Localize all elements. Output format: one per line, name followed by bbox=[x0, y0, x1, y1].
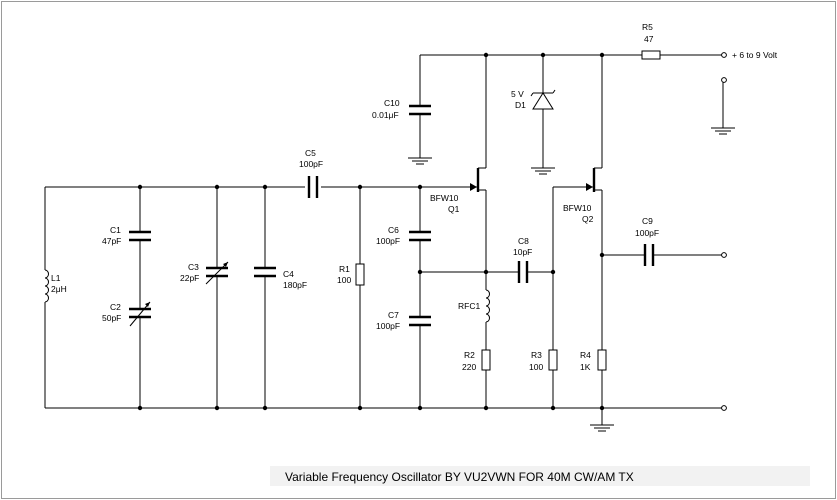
transistor-q1 bbox=[470, 167, 486, 192]
d1-ref: D1 bbox=[515, 100, 526, 110]
c8-value: 10pF bbox=[513, 247, 532, 257]
title-band bbox=[270, 466, 810, 486]
r1-value: 100 bbox=[337, 275, 351, 285]
r3-value: 100 bbox=[529, 362, 543, 372]
supply-voltage-label: + 6 to 9 Volt bbox=[732, 50, 778, 60]
inductor-rfc1 bbox=[485, 289, 490, 323]
resistor-r5 bbox=[641, 50, 661, 60]
c7-ref: C7 bbox=[388, 310, 399, 320]
c9-value: 100pF bbox=[635, 228, 659, 238]
diagram-title: Variable Frequency Oscillator BY VU2VWN … bbox=[285, 470, 634, 484]
resistor-r3 bbox=[548, 349, 558, 371]
c3-ref: C3 bbox=[188, 262, 199, 272]
l1-ref: L1 bbox=[51, 273, 61, 283]
ground-icon-supply bbox=[711, 127, 735, 135]
resistor-r2 bbox=[481, 349, 491, 371]
d1-value: 5 V bbox=[511, 89, 524, 99]
c2-ref: C2 bbox=[110, 302, 121, 312]
c5-ref: C5 bbox=[305, 148, 316, 158]
c10-value: 0.01μF bbox=[372, 110, 399, 120]
c5-value: 100pF bbox=[299, 159, 323, 169]
c6-value: 100pF bbox=[376, 236, 400, 246]
rfc1-ref: RFC1 bbox=[458, 301, 480, 311]
diode-d1 bbox=[530, 89, 556, 110]
c7-value: 100pF bbox=[376, 321, 400, 331]
c1-ref: C1 bbox=[110, 225, 121, 235]
r2-value: 220 bbox=[462, 362, 476, 372]
q1-value: BFW10 bbox=[430, 193, 459, 203]
resistor-r1 bbox=[355, 263, 365, 286]
capacitor-c6 bbox=[409, 230, 431, 242]
r5-ref: R5 bbox=[642, 22, 653, 32]
ground-icon-c10 bbox=[408, 157, 432, 165]
terminals bbox=[721, 52, 727, 411]
capacitor-c1 bbox=[129, 230, 151, 242]
c4-value: 180pF bbox=[283, 280, 307, 290]
r4-ref: R4 bbox=[580, 350, 591, 360]
capacitor-c9 bbox=[643, 244, 655, 266]
ground-icon-d1 bbox=[531, 167, 555, 175]
q1-ref: Q1 bbox=[448, 204, 460, 214]
c3-value: 22pF bbox=[180, 273, 199, 283]
ground-icon-main bbox=[590, 424, 614, 432]
capacitor-c7 bbox=[409, 315, 431, 327]
variable-capacitor-c3 bbox=[205, 261, 229, 285]
resistor-r4 bbox=[597, 349, 607, 371]
q2-value: BFW10 bbox=[563, 203, 592, 213]
r3-ref: R3 bbox=[531, 350, 542, 360]
c10-ref: C10 bbox=[384, 98, 400, 108]
r4-value: 1K bbox=[580, 362, 591, 372]
r2-ref: R2 bbox=[464, 350, 475, 360]
r5-value: 47 bbox=[644, 34, 654, 44]
c8-ref: C8 bbox=[518, 236, 529, 246]
q2-ref: Q2 bbox=[582, 214, 594, 224]
l1-value: 2μH bbox=[51, 284, 67, 294]
capacitor-c5 bbox=[307, 176, 319, 198]
capacitor-c10 bbox=[409, 104, 431, 116]
capacitor-c8 bbox=[517, 261, 529, 283]
c9-ref: C9 bbox=[642, 216, 653, 226]
c4-ref: C4 bbox=[283, 269, 294, 279]
c2-value: 50pF bbox=[102, 313, 121, 323]
transistor-q2 bbox=[585, 167, 602, 192]
r1-ref: R1 bbox=[339, 264, 350, 274]
variable-capacitor-c2 bbox=[129, 301, 151, 327]
junction-dots bbox=[137, 52, 605, 411]
c1-value: 47pF bbox=[102, 236, 121, 246]
c6-ref: C6 bbox=[388, 225, 399, 235]
inductor-l1 bbox=[44, 269, 49, 303]
capacitor-c4 bbox=[254, 266, 276, 278]
